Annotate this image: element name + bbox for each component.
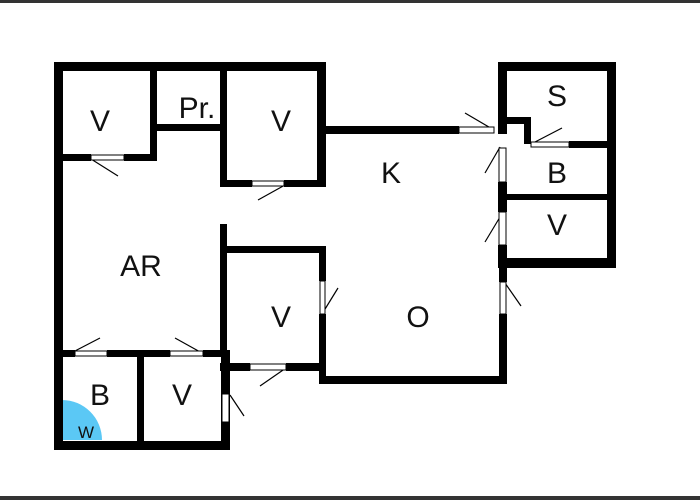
wall-s-notch-side bbox=[524, 117, 531, 144]
room-label-v-right: V bbox=[547, 209, 567, 242]
wall-o-right-a bbox=[499, 258, 507, 282]
washer-symbol bbox=[62, 400, 102, 440]
wall-ar-bottom-c bbox=[203, 350, 230, 357]
walls bbox=[54, 62, 616, 450]
wall-ar-right bbox=[220, 224, 227, 354]
opening-right-a bbox=[498, 147, 507, 183]
wall-right-cluster-left bbox=[498, 62, 507, 134]
wall-b-v-divider bbox=[137, 350, 144, 450]
door-right-v bbox=[484, 216, 501, 243]
opening-v bbox=[169, 350, 204, 357]
wall-o-right-b bbox=[499, 314, 507, 384]
door-openings bbox=[74, 126, 570, 423]
wall-vmid-right-b bbox=[319, 314, 326, 384]
wall-kitchen-top bbox=[317, 126, 459, 134]
wall-s-b-divider bbox=[569, 141, 616, 148]
wall-outer-left bbox=[54, 62, 63, 450]
wall-b-v-right-divider bbox=[498, 194, 616, 200]
room-label-v-mid: V bbox=[271, 301, 291, 334]
wall-v1-bottom-b bbox=[124, 154, 157, 161]
frame-bottom-line bbox=[0, 496, 700, 500]
room-label-k: K bbox=[381, 157, 401, 190]
wall-right-cluster-outer bbox=[607, 62, 616, 268]
wall-s-notch-top bbox=[507, 117, 531, 124]
door-kitchen-top-b bbox=[484, 146, 501, 174]
door-v1 bbox=[90, 158, 119, 177]
wall-small-right bbox=[221, 350, 230, 394]
wall-v1-bottom-a bbox=[63, 154, 91, 161]
room-label-s: S bbox=[547, 80, 567, 113]
room-label-o: O bbox=[406, 301, 429, 334]
room-label-v2: V bbox=[271, 105, 291, 138]
door-s bbox=[534, 127, 563, 143]
opening-right-b bbox=[498, 211, 507, 246]
wall-vmid-right-a bbox=[319, 246, 326, 281]
room-label-b-bottom: B bbox=[90, 379, 110, 412]
wall-vmid-bottom-b bbox=[286, 363, 326, 371]
wall-right-inner-b bbox=[498, 245, 507, 268]
room-label-v-bottom: V bbox=[172, 379, 192, 412]
wall-o-bottom bbox=[319, 376, 507, 384]
wall-right-cluster-top bbox=[498, 62, 616, 71]
opening-small-right bbox=[221, 393, 230, 423]
opening-vmid-bottom bbox=[249, 363, 287, 371]
room-label-b-right: B bbox=[547, 157, 567, 190]
room-label-ar: AR bbox=[120, 250, 162, 283]
wall-right-cluster-bottom bbox=[498, 258, 616, 268]
opening-s bbox=[530, 141, 570, 148]
door-v2 bbox=[257, 184, 286, 201]
wall-outer-top bbox=[54, 62, 326, 71]
wall-v1-right bbox=[150, 71, 157, 161]
opening-v2 bbox=[251, 180, 285, 187]
wall-vmid-bottom-a bbox=[220, 363, 250, 371]
washer-label: W bbox=[78, 423, 94, 442]
opening-kitchen-top bbox=[458, 126, 495, 134]
wall-v2-right bbox=[317, 126, 326, 187]
door-o-right bbox=[504, 282, 522, 307]
frame-top-line bbox=[0, 0, 700, 3]
opening-b bbox=[74, 350, 108, 357]
wall-pr-bottom bbox=[150, 124, 225, 131]
room-label-pr: Pr. bbox=[179, 92, 216, 125]
wall-top-right-vertical bbox=[317, 62, 326, 134]
opening-o-right bbox=[499, 281, 507, 315]
opening-v1 bbox=[90, 154, 125, 161]
room-label-v1: V bbox=[90, 105, 110, 138]
wall-ar-bottom-a bbox=[63, 350, 75, 357]
wall-vmid-top bbox=[220, 246, 326, 253]
wall-v2-left bbox=[220, 71, 227, 187]
door-b-bottom bbox=[72, 337, 101, 353]
wall-v2-bottom-b bbox=[284, 180, 326, 187]
opening-vmid-right bbox=[319, 280, 326, 315]
wall-v2-bottom-a bbox=[220, 180, 252, 187]
door-vmid-bottom bbox=[259, 367, 287, 387]
door-small-right bbox=[229, 394, 245, 417]
